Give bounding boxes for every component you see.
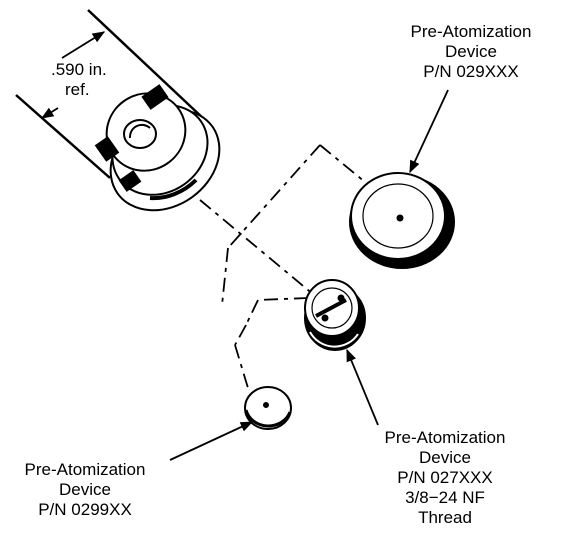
dimension-arrows (40, 31, 106, 119)
label-029xxx: Pre-Atomization Device P/N 029XXX (396, 22, 546, 82)
label-0299xx-line2: Device (59, 480, 111, 499)
label-029xxx-line1: Pre-Atomization (410, 22, 532, 41)
label-027xxx-line3: P/N 027XXX (397, 468, 493, 487)
assembly-dashed-lines (199, 144, 366, 389)
label-0299xx-line1: Pre-Atomization (24, 460, 146, 479)
label-027xxx-line1: Pre-Atomization (384, 428, 506, 447)
dimension-note: ref. (65, 80, 90, 99)
pre-atomization-device-029xxx (349, 172, 455, 279)
label-0299xx: Pre-Atomization Device P/N 0299XX (10, 460, 160, 520)
gun-barrel (15, 9, 206, 179)
nozzle-retainer (94, 84, 221, 212)
label-027xxx-line4: 3/8−24 NF (405, 488, 485, 507)
leader-arrows (169, 89, 449, 461)
pre-atomization-device-0299xx (244, 386, 292, 430)
label-029xxx-line2: Device (445, 42, 497, 61)
label-0299xx-line3: P/N 0299XX (38, 500, 132, 519)
label-029xxx-line3: P/N 029XXX (423, 62, 519, 81)
label-027xxx-line5: Thread (418, 508, 472, 527)
dimension-value: .590 in. (51, 60, 107, 79)
label-027xxx: Pre-Atomization Device P/N 027XXX 3/8−24… (370, 428, 520, 528)
label-027xxx-line2: Device (419, 448, 471, 467)
pre-atomization-device-027xxx (304, 279, 366, 351)
